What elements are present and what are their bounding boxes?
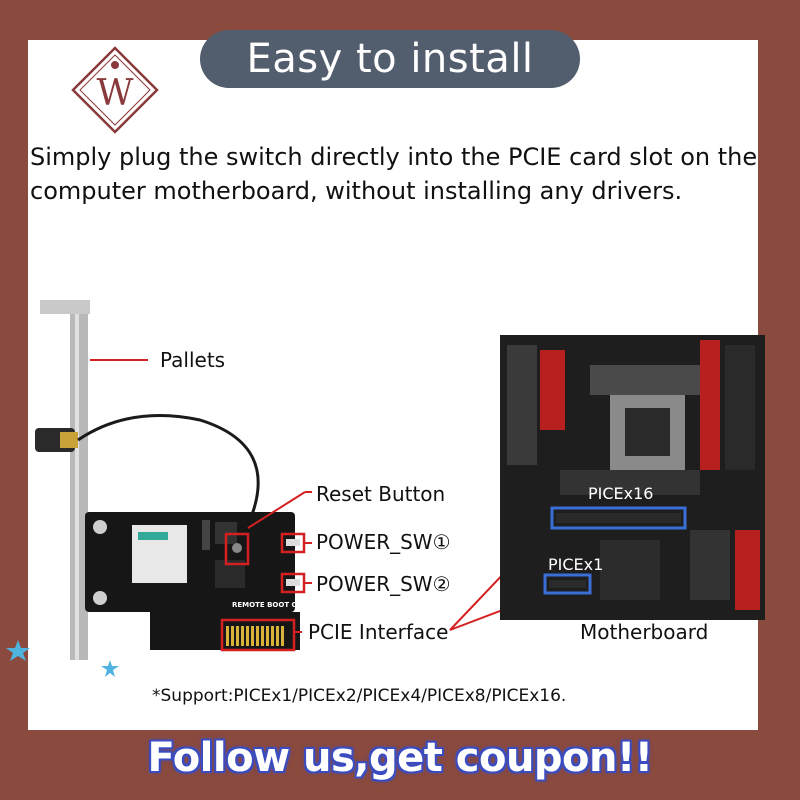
slot-x1-label: PICEx1 [548,555,604,574]
reset-button-label: Reset Button [316,482,446,506]
motherboard-caption: Motherboard [580,620,709,644]
coupon-banner-text: Follow us,get coupon!! [147,735,654,781]
pallets-label: Pallets [160,348,226,372]
power-sw2-label: POWER_SW② [316,572,451,596]
slot-x16-label: PICEx16 [588,484,654,503]
pcie-interface-label: PCIE Interface [308,620,449,644]
install-description: Simply plug the switch directly into the… [30,143,758,205]
brand-logo: W [71,46,159,134]
page-title: Easy to install [200,30,580,88]
motherboard-image [500,335,765,620]
antenna-connector [35,414,260,521]
support-note: *Support:PICEx1/PICEx2/PICEx4/PICEx8/PIC… [152,686,567,706]
pallet-bracket [40,300,90,660]
card-print-text: REMOTE BOOT CARD [232,601,314,609]
power-sw1-label: POWER_SW① [316,530,451,554]
remote-boot-card [85,512,306,652]
star-icon [6,640,119,677]
svg-text:W: W [96,73,133,114]
